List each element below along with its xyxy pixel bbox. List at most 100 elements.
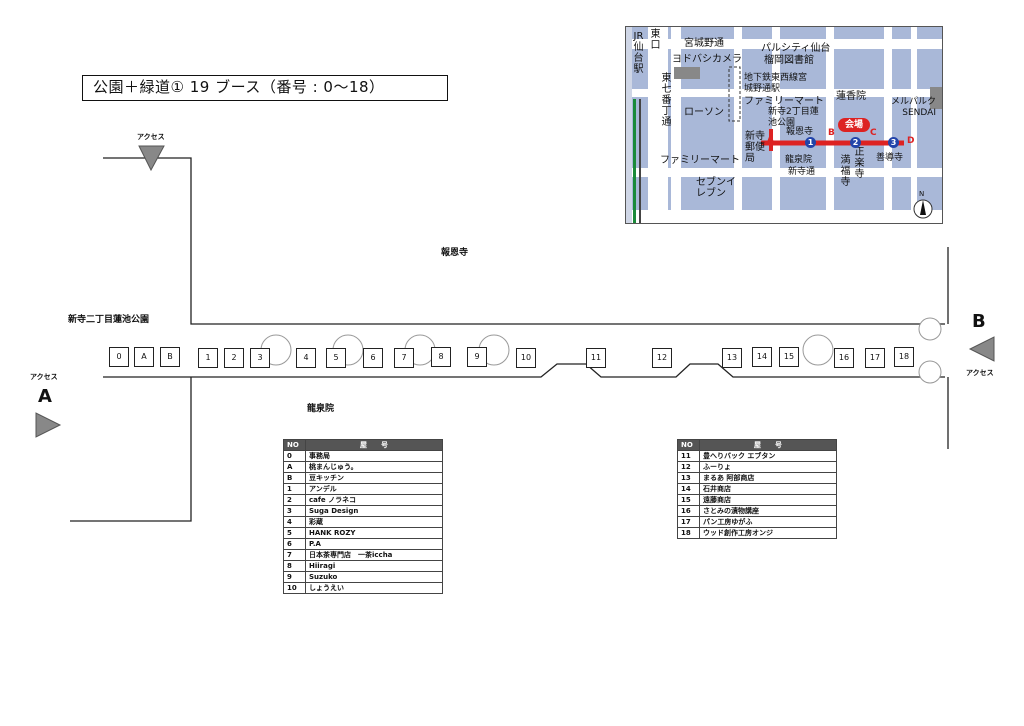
seven-eleven-label: セブンイレブン — [696, 177, 736, 199]
inset-map-roads — [626, 27, 942, 223]
table-cell-no: 16 — [677, 505, 700, 517]
table-cell-no: 1 — [283, 483, 306, 495]
booth-11[interactable]: 11 — [586, 348, 606, 368]
manpukuji-label: 満福寺 — [840, 155, 851, 188]
table-cell-no: 9 — [283, 571, 306, 583]
zendoji-label: 善導寺 — [876, 153, 904, 163]
booth-a[interactable]: A — [134, 347, 154, 367]
booth-2[interactable]: 2 — [224, 348, 244, 368]
booth-18[interactable]: 18 — [894, 347, 914, 367]
booth-7[interactable]: 7 — [394, 348, 414, 368]
booth-16[interactable]: 16 — [834, 348, 854, 368]
shintera-dori-label: 新寺通 — [788, 167, 816, 177]
east-exit-label: 東口 — [650, 29, 661, 51]
table-cell-no: 5 — [283, 527, 306, 539]
hoonji-label: 報恩寺 — [786, 127, 814, 137]
access-arrow-top — [138, 145, 165, 172]
table-cell-no: 10 — [283, 582, 306, 594]
subway-label: 地下鉄東西線宮城野通駅 — [744, 73, 808, 94]
table-cell-no: 15 — [677, 494, 700, 506]
table-cell-no: 14 — [677, 483, 700, 495]
table-cell-name: ふーりょ — [699, 461, 837, 473]
library-label: 榴岡図書館 — [764, 55, 814, 66]
table-cell-no: 2 — [283, 494, 306, 506]
booth-5[interactable]: 5 — [326, 348, 346, 368]
table-cell-name: Suzuko — [305, 571, 443, 583]
booth-17[interactable]: 17 — [865, 348, 885, 368]
table-cell-no: 13 — [677, 472, 700, 484]
booth-15[interactable]: 15 — [779, 347, 799, 367]
booth-4[interactable]: 4 — [296, 348, 316, 368]
booth-10[interactable]: 10 — [516, 348, 536, 368]
access-arrow-a — [35, 412, 62, 438]
table-header-no: NO — [283, 439, 306, 451]
table-cell-no: 8 — [283, 560, 306, 572]
table-cell-name: さとみの漬物講座 — [699, 505, 837, 517]
table-cell-no: 11 — [677, 450, 700, 462]
table-cell-name: Suga Design — [305, 505, 443, 517]
table-cell-name: 石井商店 — [699, 483, 837, 495]
booth-14[interactable]: 14 — [752, 347, 772, 367]
table-cell-name: パン工房ゆがふ — [699, 516, 837, 528]
booth-13[interactable]: 13 — [722, 348, 742, 368]
park-label: 新寺二丁目蓮池公園 — [68, 315, 150, 325]
booth-8[interactable]: 8 — [431, 347, 451, 367]
booth-12[interactable]: 12 — [652, 348, 672, 368]
temple-south-label: 龍泉院 — [307, 404, 335, 414]
table-header-name: 屋 号 — [305, 439, 443, 451]
table-cell-no: B — [283, 472, 306, 484]
table-cell-name: まるあ 阿部商店 — [699, 472, 837, 484]
inset-map: JR仙台駅 東口 宮城野通 ヨドバシカメラ 東七番丁通 ローソン ファミリーマー… — [625, 26, 943, 224]
table-header-row: NO 屋 号 — [677, 439, 837, 451]
route-badge-1: 1 — [805, 137, 816, 148]
tree — [802, 334, 834, 366]
venue-badge: 会場 — [838, 118, 870, 132]
table-cell-no: 12 — [677, 461, 700, 473]
booth-6[interactable]: 6 — [363, 348, 383, 368]
north-arrow-icon: N — [919, 190, 925, 198]
route-label-a: A — [767, 135, 774, 145]
table-cell-name: 豊へりバック エブタン — [699, 450, 837, 462]
table-cell-no: 3 — [283, 505, 306, 517]
route-label-c: C — [870, 128, 877, 138]
table-cell-name: 彩蔵 — [305, 516, 443, 528]
miyagino-dori-label: 宮城野通 — [684, 38, 724, 49]
post-office-label: 新寺郵便局 — [745, 131, 765, 164]
table-cell-no: 0 — [283, 450, 306, 462]
access-arrow-b — [968, 336, 995, 362]
booth-3[interactable]: 3 — [250, 348, 270, 368]
yodobashi-label: ヨドバシカメラ — [672, 54, 742, 65]
table-cell-no: 18 — [677, 527, 700, 539]
meruparuku-label: メルパルク SENDAI — [890, 97, 936, 118]
table-cell-name: 日本茶専門店 一茶iccha — [305, 549, 443, 561]
booth-b[interactable]: B — [160, 347, 180, 367]
route-badge-2: 2 — [850, 137, 861, 148]
access-label-b: アクセス — [966, 369, 994, 377]
table-cell-name: しょうえい — [305, 582, 443, 594]
access-label-top: アクセス — [137, 133, 165, 141]
table-cell-no: 7 — [283, 549, 306, 561]
booth-0[interactable]: 0 — [109, 347, 129, 367]
palsity-label: パルシティ仙台 — [761, 43, 831, 54]
access-label-a: アクセス — [30, 373, 58, 381]
table-cell-no: 6 — [283, 538, 306, 550]
booth-9[interactable]: 9 — [467, 347, 487, 367]
shintera2-label: 新寺2丁目蓮池公園 — [768, 107, 819, 128]
booth-1[interactable]: 1 — [198, 348, 218, 368]
